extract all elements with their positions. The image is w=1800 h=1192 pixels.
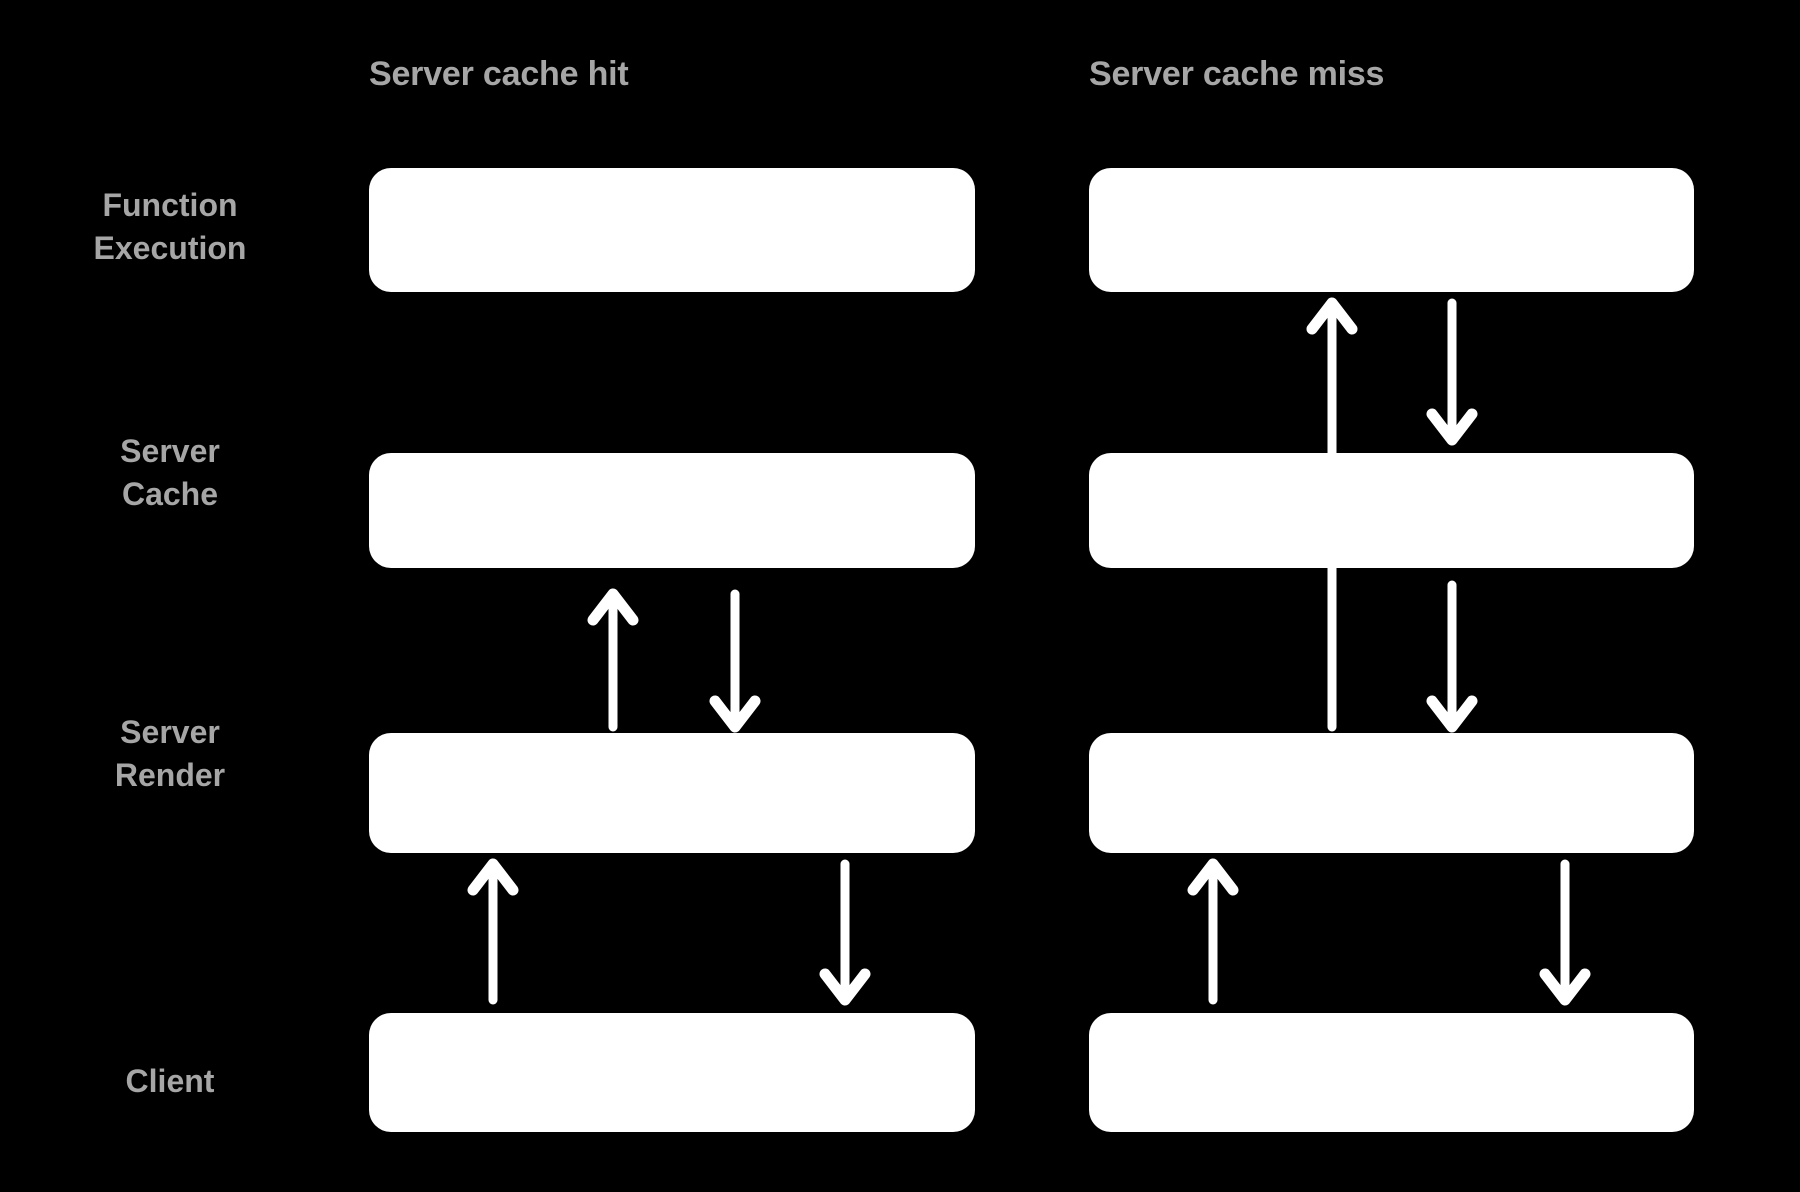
- arrow-hit-render-to-cache: [587, 588, 639, 732]
- lane-box-cache-miss__client: [1089, 1013, 1694, 1132]
- lane-box-cache-hit__server-render: [369, 733, 975, 853]
- arrow-hit-cache-to-render: [709, 589, 761, 733]
- lane-box-cache-hit__client: [369, 1013, 975, 1132]
- lane-box-cache-hit__function-execution: [369, 168, 975, 292]
- lane-box-cache-miss__server-cache: [1089, 453, 1694, 568]
- lane-box-cache-miss__server-render: [1089, 733, 1694, 853]
- arrow-hit-render-to-client: [819, 859, 871, 1006]
- column-header-cache-miss: Server cache miss: [1089, 55, 1385, 93]
- arrow-head-down: [1426, 408, 1478, 446]
- arrow-miss-cache-to-render: [1426, 580, 1478, 733]
- arrow-head-down: [1539, 968, 1591, 1006]
- arrow-head-up: [1306, 297, 1358, 335]
- row-label-server-cache: Server Cache: [120, 433, 220, 513]
- arrow-head-up: [1187, 858, 1239, 896]
- arrow-miss-client-to-render: [1187, 858, 1239, 1005]
- column-header-cache-hit: Server cache hit: [369, 55, 629, 93]
- arrow-head-down: [819, 968, 871, 1006]
- row-label-function-execution: Function Execution: [93, 187, 247, 267]
- arrow-head-up: [467, 858, 519, 896]
- row-label-client: Client: [125, 1063, 215, 1099]
- row-label-server-render: Server Render: [114, 714, 226, 794]
- arrow-miss-render-to-client: [1539, 859, 1591, 1006]
- arrow-head-down: [1426, 695, 1478, 733]
- arrow-head-down: [709, 695, 761, 733]
- lane-box-cache-miss__function-execution: [1089, 168, 1694, 292]
- lane-box-cache-hit__server-cache: [369, 453, 975, 568]
- arrow-head-up: [587, 588, 639, 626]
- arrow-miss-function-to-cache: [1426, 298, 1478, 446]
- arrow-hit-client-to-render: [467, 858, 519, 1005]
- arrow-miss-render-to-function: [1306, 297, 1358, 732]
